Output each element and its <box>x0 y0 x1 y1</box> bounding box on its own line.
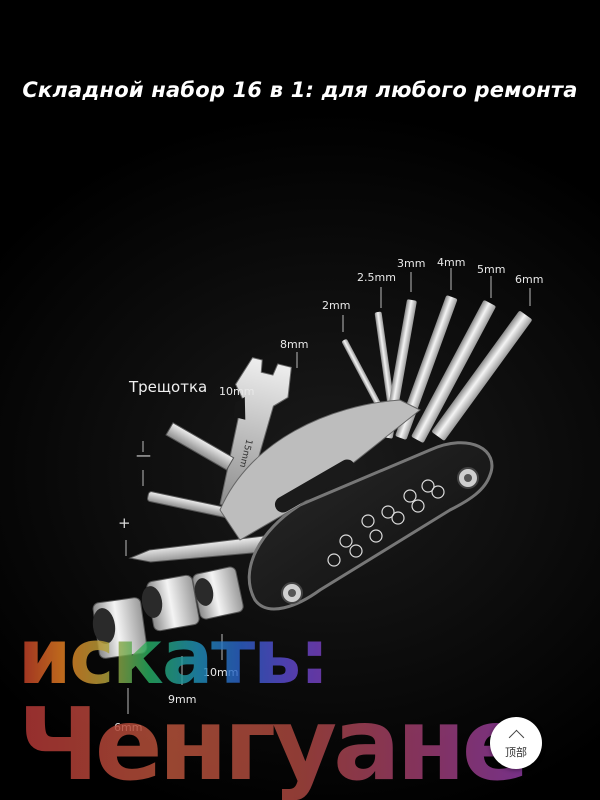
label-phillips-screwdriver: + <box>118 514 131 532</box>
socket-set <box>92 566 244 659</box>
label-hex-3mm: 3mm <box>397 257 426 270</box>
label-leader-lines <box>125 268 531 714</box>
tool-body <box>219 399 494 611</box>
wrench-blade: 15mm <box>219 357 292 511</box>
label-socket-6mm: 6mm <box>114 721 142 734</box>
label-hex-4mm: 4mm <box>437 256 466 269</box>
label-wrench-10mm: 10mm <box>219 385 255 398</box>
label-socket-10mm: 10mm <box>203 666 238 679</box>
label-hex-5mm: 5mm <box>477 263 506 276</box>
headline: Складной набор 16 в 1: для любого ремонт… <box>22 78 578 102</box>
hex-keys <box>342 295 532 443</box>
back-to-top-label: 顶部 <box>505 746 527 759</box>
label-flat-screwdriver: — <box>136 446 151 464</box>
label-hex-6mm: 6mm <box>515 273 544 286</box>
label-hex-2mm: 2mm <box>322 299 351 312</box>
chevron-up-icon <box>508 729 524 746</box>
watermark-search-label: искать: <box>18 612 330 701</box>
label-wrench-8mm: 8mm <box>280 338 309 351</box>
back-to-top-button[interactable]: 顶部 <box>490 717 542 769</box>
label-socket-9mm: 9mm <box>168 693 196 706</box>
watermark-brand: Ченгуане <box>18 686 530 800</box>
label-ratchet: Трещотка <box>129 378 208 396</box>
label-hex-2-5mm: 2.5mm <box>357 271 396 284</box>
